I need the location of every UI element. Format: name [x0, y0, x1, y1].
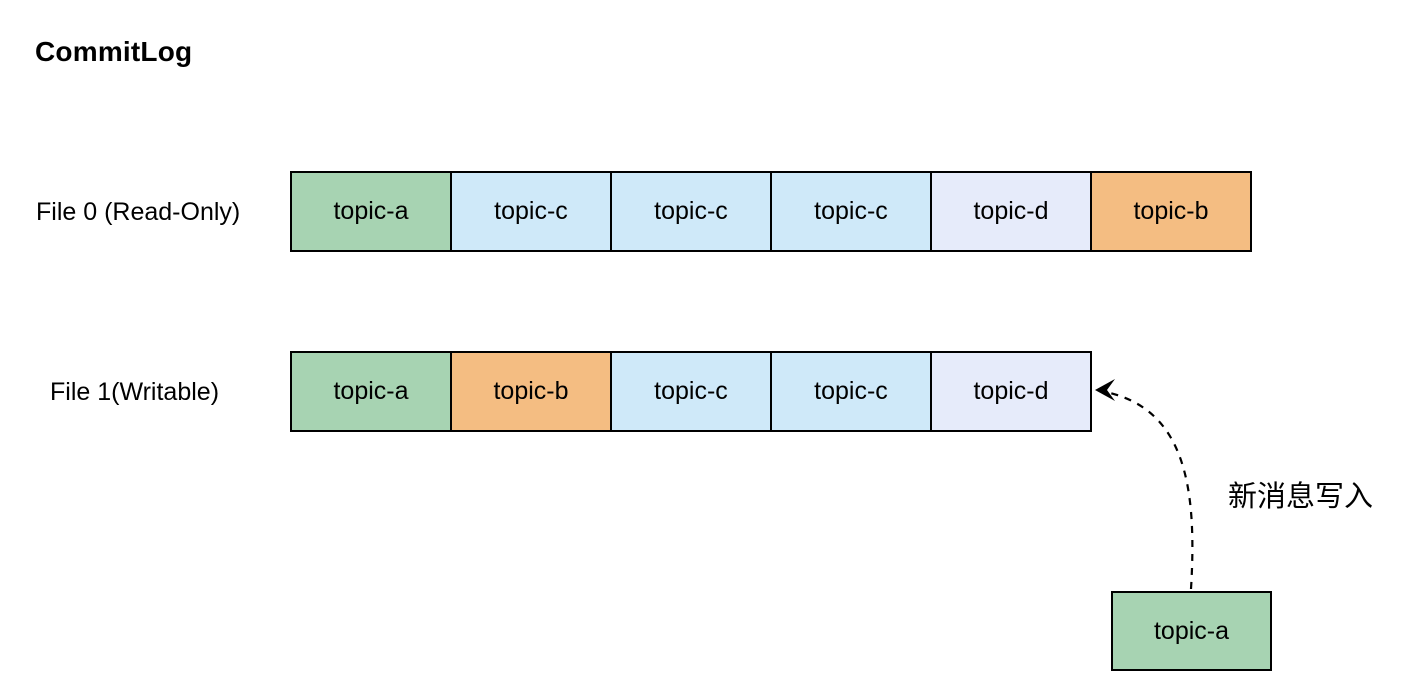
segment-cell: topic-a: [290, 351, 452, 432]
file0-segment-row: topic-a topic-c topic-c topic-c topic-d …: [290, 171, 1252, 252]
file0-label: File 0 (Read-Only): [36, 198, 241, 226]
segment-cell: topic-b: [450, 351, 612, 432]
new-message-arrow-label: 新消息写入: [1228, 481, 1374, 513]
segment-cell: topic-c: [450, 171, 612, 252]
segment-cell: topic-c: [770, 351, 932, 432]
dashed-arrow-curve: [1109, 391, 1194, 590]
arrowhead-icon: [1095, 379, 1115, 401]
segment-cell: topic-b: [1090, 171, 1252, 252]
file1-segment-row: topic-a topic-b topic-c topic-c topic-d: [290, 351, 1092, 432]
segment-cell: topic-c: [610, 171, 772, 252]
segment-cell: topic-c: [770, 171, 932, 252]
diagram-title: CommitLog: [35, 36, 193, 67]
segment-cell: topic-d: [930, 171, 1092, 252]
segment-cell: topic-a: [290, 171, 452, 252]
segment-cell: topic-c: [610, 351, 772, 432]
segment-cell: topic-d: [930, 351, 1092, 432]
file1-label: File 1(Writable): [50, 378, 220, 406]
incoming-message-box: topic-a: [1111, 591, 1272, 671]
